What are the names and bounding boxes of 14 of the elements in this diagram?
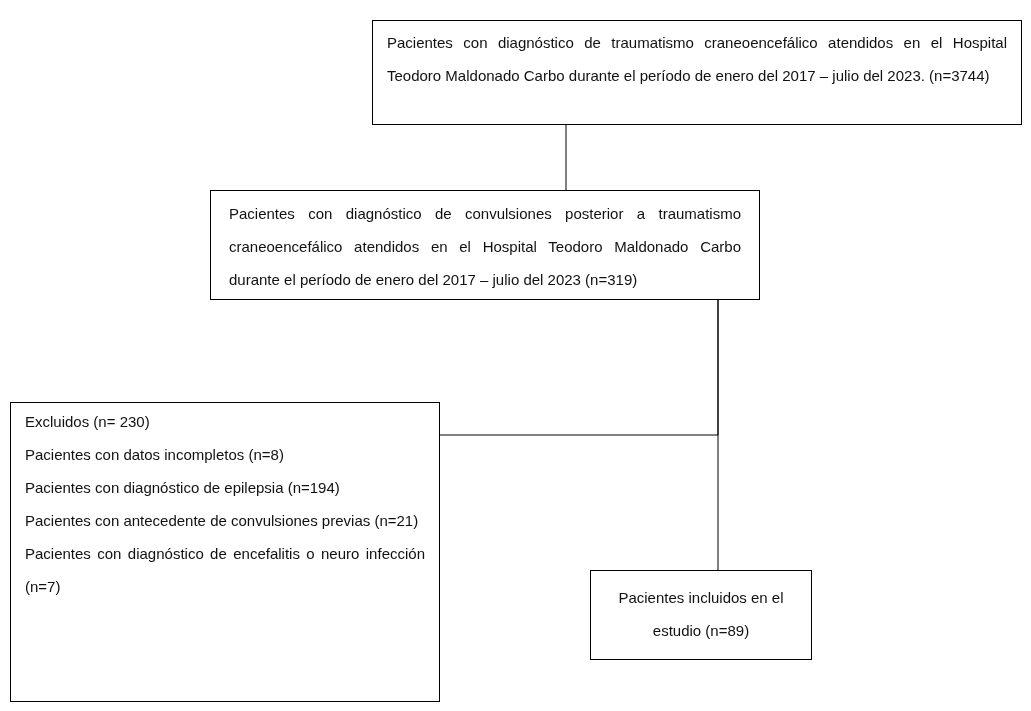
process-box <box>10 402 440 702</box>
box-text: Pacientes con datos incompletos (n=8) <box>25 445 285 465</box>
process-box <box>210 190 760 300</box>
box-text: Pacientes con diagnóstico de convulsiones posterior a traumatismo craneoencefálico atendidos en el Hospital Teodoro Maldonado Carbo durante el período de enero del 2017 – julio del 2023 (n=319) <box>229 204 741 290</box>
box-text: Pacientes con antecedente de convulsiones previas (n=21) <box>25 511 420 531</box>
process-box <box>372 20 1022 125</box>
box-text: Pacientes incluidos en el estudio (n=89) <box>617 588 785 641</box>
box-text: Excluidos (n= 230) <box>25 412 151 432</box>
box-text: Pacientes con diagnóstico de encefalitis o neuro infección (n=7) <box>25 544 425 597</box>
box-text: Pacientes con diagnóstico de epilepsia (n=194) <box>25 478 341 498</box>
connector-line <box>717 299 719 571</box>
box-text: Pacientes con diagnóstico de traumatismo craneoencefálico atendidos en el Hospital Teodoro Maldonado Carbo durante el período de enero del 2017 – julio del 2023. (n=3744) <box>387 33 1007 86</box>
process-box <box>590 570 812 660</box>
connector-line <box>565 124 567 191</box>
